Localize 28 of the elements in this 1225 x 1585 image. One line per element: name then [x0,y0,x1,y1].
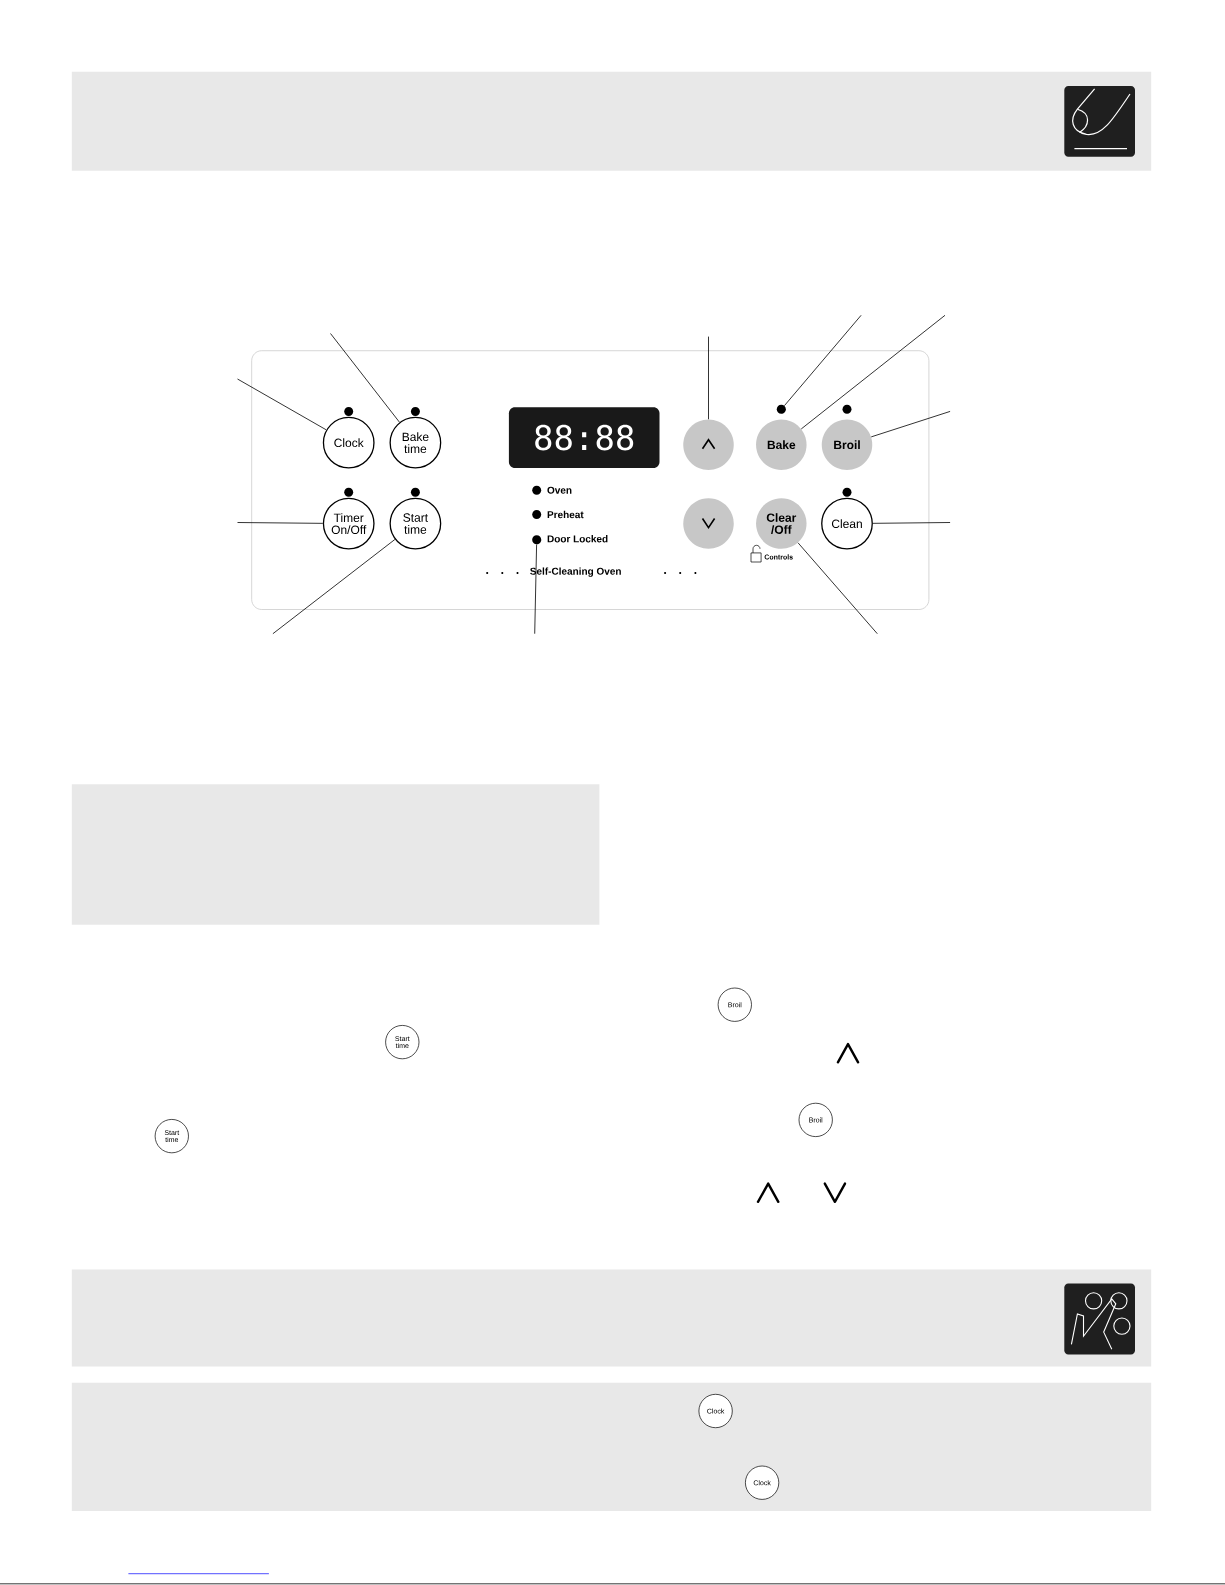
leader-line [800,314,946,430]
indicator-label: Oven [547,486,572,494]
leader-line [784,314,862,407]
leader-line [272,539,396,635]
leader-line [330,333,400,423]
control-button: Clock [322,416,375,469]
control-button: Bake time [389,416,442,469]
leader-line [872,522,951,524]
indicator-light [532,535,542,545]
leader-line [870,411,951,438]
leader-line [237,522,324,524]
leader-line [534,544,537,635]
indicator-light [776,404,786,414]
control-button: Start time [389,497,442,550]
digital-display: 88:88 [508,407,660,468]
down-button [683,498,734,549]
control-button: Clear /Off [756,498,807,549]
indicator-label: Door Locked [547,535,608,543]
leader-line [708,336,709,420]
indicator-label: Preheat [547,510,584,519]
up-button [683,419,734,470]
control-button: Bake [756,419,807,470]
leader-line [797,542,878,635]
control-button: Clean [821,497,873,550]
panel-label: Self-Cleaning Oven [530,567,621,577]
leader-line [237,378,327,431]
control-button: Broil [821,419,873,470]
control-button: Timer On/Off [322,497,375,550]
